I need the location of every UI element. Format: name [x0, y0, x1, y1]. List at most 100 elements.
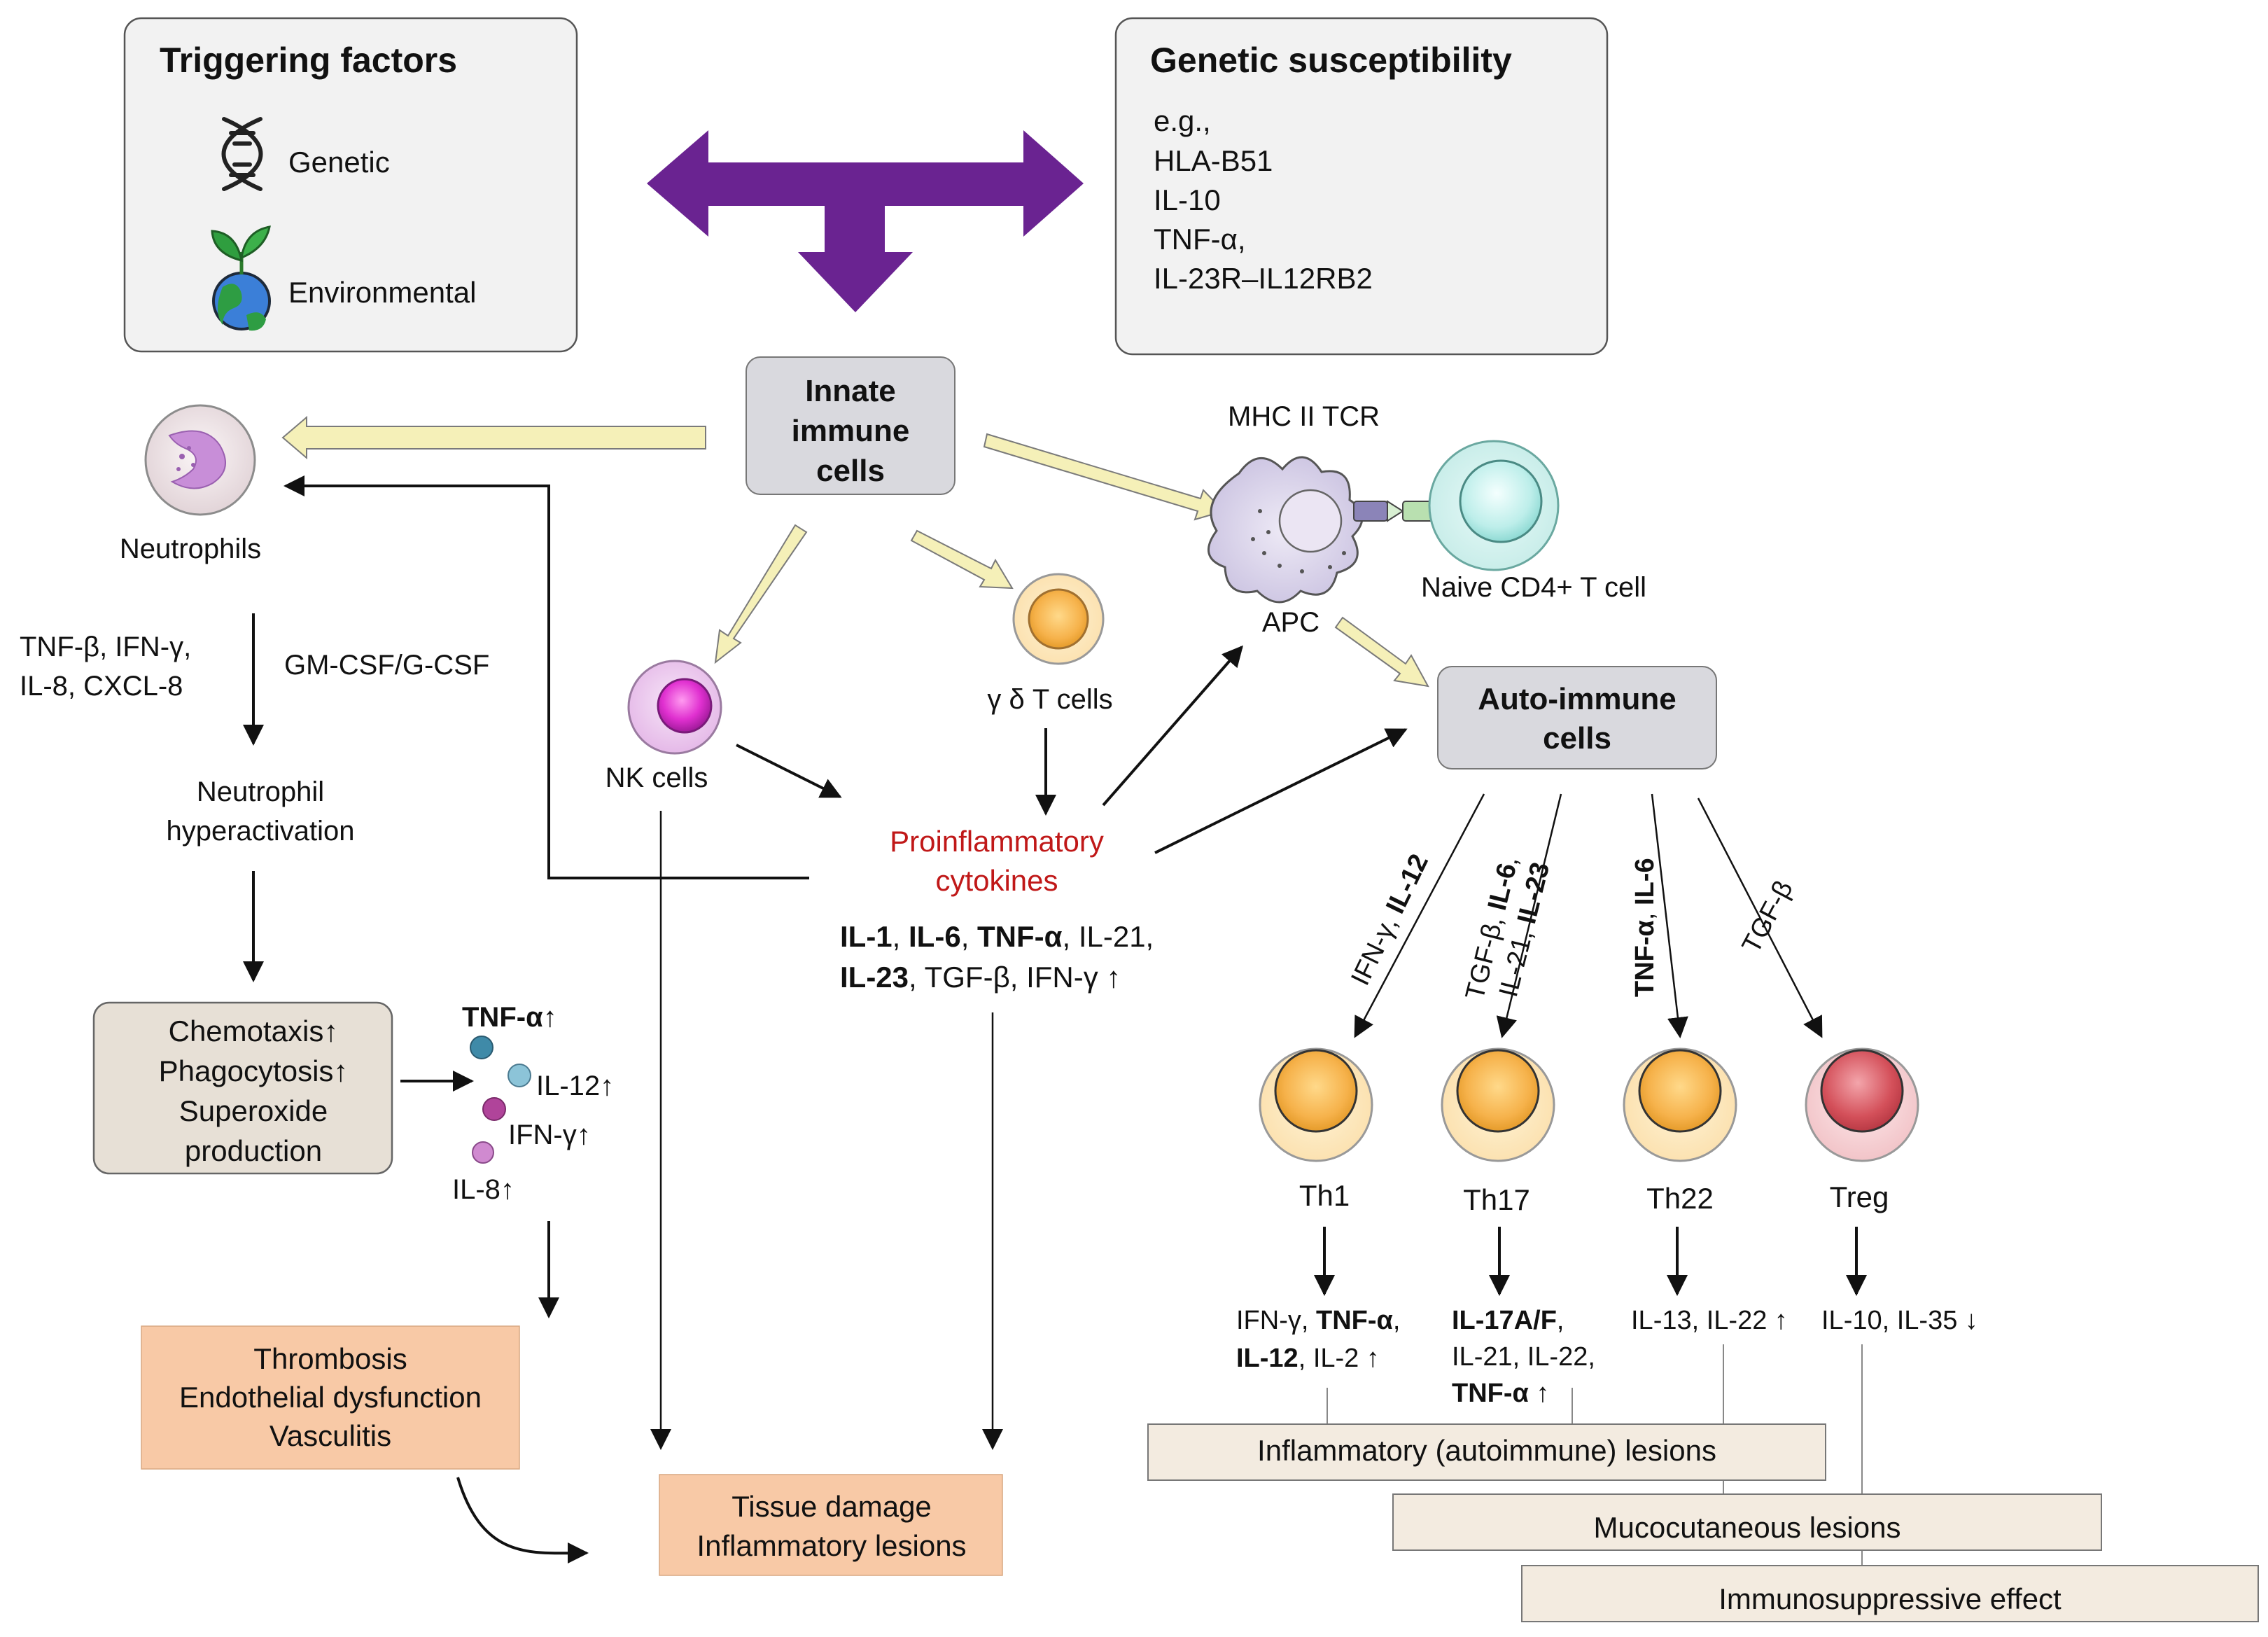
chemotaxis-line: Phagocytosis↑ — [159, 1054, 349, 1087]
proinflammatory-line1: Proinflammatory — [890, 825, 1104, 858]
cytokine-il23: IL-23 — [840, 961, 909, 994]
thrombosis-line: Endothelial dysfunction — [179, 1381, 482, 1414]
chemotaxis-line: Superoxide — [179, 1094, 328, 1127]
hyperactivation-line1: Neutrophil — [197, 776, 324, 807]
arrow-to-tissue-damage — [456, 1477, 589, 1564]
neutrophils-label: Neutrophils — [120, 534, 261, 564]
nk-cell-icon — [627, 660, 722, 755]
cytokine-list-line2: IL-23, TGF-β, IFN-γ ↑ — [840, 961, 1121, 994]
thrombosis-box: Thrombosis Endothelial dysfunction Vascu… — [141, 1325, 520, 1470]
chemotaxis-line: production — [185, 1134, 322, 1167]
cytokine-rest: , IL-21, — [1062, 920, 1154, 953]
hyperactivation-line2: hyperactivation — [166, 816, 354, 847]
neutro-factors-line2: IL-8, CXCL-8 — [20, 671, 183, 702]
separator: , — [1557, 1306, 1564, 1335]
th22-output: IL-13, IL-22 ↑ — [1631, 1306, 1788, 1335]
cytokine-il6: IL-6 — [909, 920, 961, 953]
naive-t-cell-icon — [1428, 440, 1560, 571]
branch-to-th17 — [1496, 793, 1562, 1038]
chemotaxis-line: Chemotaxis↑ — [169, 1015, 339, 1047]
output: IFN-γ, — [1236, 1306, 1316, 1335]
innate-to-nk-arrow — [714, 524, 808, 664]
proinflammatory-line2: cytokines — [935, 864, 1058, 897]
treg-inducer: TGF-β — [1737, 876, 1799, 958]
hollow-arrows — [281, 415, 1429, 688]
genetic-susceptibility-box: Genetic susceptibility e.g., HLA-B51 IL-… — [1114, 17, 1609, 356]
cytokine-dot — [482, 1097, 506, 1121]
neutrophil-cell-icon — [144, 404, 256, 516]
tissue-line: Tissue damage — [732, 1490, 932, 1523]
cytokines-to-autoimmune-arrow — [1154, 728, 1408, 854]
separator: , — [892, 920, 909, 953]
output: ↑ — [1529, 1379, 1550, 1408]
triggering-factors-box: Triggering factors Genetic Environmental — [123, 17, 578, 353]
nk-to-cytokines-arrow — [736, 744, 842, 798]
immunosuppressive-box: Immunosuppressive effect — [1521, 1565, 2259, 1622]
output: TNF-α — [1316, 1306, 1393, 1335]
th1-label: Th1 — [1299, 1179, 1350, 1212]
mucocutaneous-lesions-box: Mucocutaneous lesions — [1392, 1493, 2102, 1551]
cytokine-dot — [507, 1064, 531, 1087]
treg-label: Treg — [1830, 1180, 1889, 1213]
globe-plant-icon — [211, 225, 271, 331]
inducer: IFN-γ, — [1345, 905, 1407, 990]
inflammatory-lesions-box: Inflammatory (autoimmune) lesions — [1147, 1423, 1826, 1481]
output: IL-17A/F — [1452, 1306, 1557, 1335]
th1-output-line2: IL-12, IL-2 ↑ — [1236, 1344, 1380, 1373]
environmental-label: Environmental — [288, 276, 476, 309]
mhc-tcr-label: MHC II TCR — [1228, 401, 1380, 432]
th1-inducers: IFN-γ, IL-12 — [1345, 849, 1434, 990]
innate-to-neutrophils-arrow — [281, 415, 706, 460]
purple-double-arrow — [647, 130, 1084, 312]
inducer: IL-6 — [1630, 858, 1660, 905]
th17-output-line2: IL-21, IL-22, — [1452, 1342, 1595, 1372]
gmcsf-label: GM-CSF/G-CSF — [284, 650, 489, 681]
output: , IL-2 ↑ — [1298, 1344, 1380, 1373]
autoimmune-cells-box: Auto-immune cells — [1437, 666, 1717, 769]
autoimmune-label-line: Auto-immune — [1478, 682, 1676, 716]
innate-to-apc-arrow — [983, 433, 1225, 521]
th17-output-line1: IL-17A/F, — [1452, 1306, 1564, 1335]
innate-to-gd-arrow — [910, 529, 1014, 590]
cytokine-tnf: TNF-α — [977, 920, 1063, 953]
gd-t-cells-label: γ δ T cells — [987, 684, 1112, 715]
triggering-title: Triggering factors — [160, 41, 457, 80]
genetic-susceptibility-line: IL-23R–IL12RB2 — [1154, 262, 1373, 295]
innate-immune-cells-box: Innate immune cells — [746, 356, 955, 495]
thrombosis-line: Vasculitis — [270, 1419, 391, 1452]
immunosuppressive-label: Immunosuppressive effect — [1718, 1582, 2062, 1615]
tissue-damage-box: Tissue damage Inflammatory lesions — [659, 1474, 1003, 1576]
cytokines-to-apc-arrow — [1102, 645, 1243, 807]
separator: , — [961, 920, 977, 953]
cytokine-il1: IL-1 — [840, 920, 892, 953]
gd-t-cell-icon — [1012, 573, 1105, 665]
output: TNF-α — [1452, 1379, 1529, 1408]
genetic-susceptibility-title: Genetic susceptibility — [1150, 41, 1512, 80]
apc-to-autoimmune-arrow — [1334, 616, 1429, 688]
thrombosis-line: Thrombosis — [253, 1342, 407, 1375]
dna-icon — [221, 117, 263, 191]
apc-cell-icon — [1208, 456, 1364, 604]
autoimmune-label-line: cells — [1543, 721, 1611, 755]
release-il12: IL-12↑ — [536, 1071, 614, 1101]
innate-label-line: cells — [816, 454, 885, 488]
cytokine-dot — [472, 1141, 494, 1164]
mhc-tcr-complex-icon — [1353, 500, 1434, 522]
branch-to-th22 — [1651, 793, 1688, 1038]
cytokines-to-neutrophils-arrow — [284, 475, 809, 879]
release-ifn: IFN-γ↑ — [508, 1120, 591, 1150]
cytokine-dot — [470, 1036, 493, 1059]
th17-label: Th17 — [1463, 1183, 1530, 1216]
treg-output: IL-10, IL-35 ↓ — [1821, 1306, 1978, 1335]
inflammatory-lesions-label: Inflammatory (autoimmune) lesions — [1257, 1434, 1716, 1467]
th17-output-line3: TNF-α ↑ — [1452, 1379, 1549, 1408]
innate-label-line: Innate — [805, 374, 896, 408]
tissue-line: Inflammatory lesions — [696, 1529, 966, 1562]
genetic-label: Genetic — [288, 146, 390, 179]
branch-to-treg — [1697, 797, 1823, 1038]
output: IL-12 — [1236, 1344, 1298, 1373]
chemotaxis-box: Chemotaxis↑ Phagocytosis↑ Superoxide pro… — [92, 1001, 393, 1175]
mucocutaneous-lesions-label: Mucocutaneous lesions — [1594, 1511, 1901, 1544]
genetic-susceptibility-line: e.g., — [1154, 104, 1211, 137]
